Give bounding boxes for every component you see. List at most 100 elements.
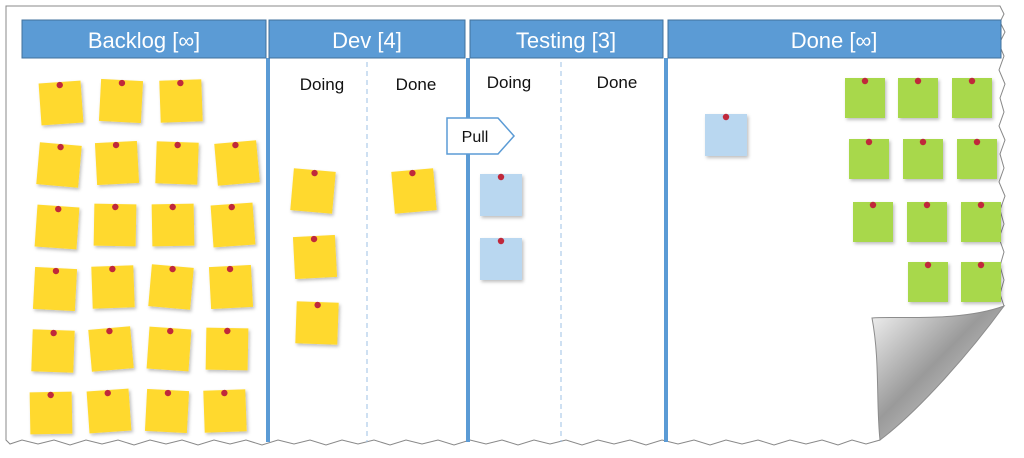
pin-icon: [174, 141, 181, 149]
pin-icon: [497, 237, 505, 245]
sticky-note-backlog[interactable]: [93, 203, 137, 247]
sticky-note-done[interactable]: [898, 77, 938, 118]
header-done: [667, 19, 1002, 59]
sticky-paper: [98, 78, 144, 124]
sticky-note-backlog[interactable]: [159, 79, 203, 123]
sticky-paper: [705, 114, 747, 156]
sticky-paper: [86, 388, 132, 434]
sticky-note-dev-done[interactable]: [391, 168, 437, 214]
pin-icon: [109, 265, 116, 273]
sticky-paper: [88, 326, 134, 372]
sticky-note-backlog[interactable]: [88, 326, 134, 372]
pin-icon: [869, 201, 877, 209]
sticky-note-backlog[interactable]: [203, 389, 247, 433]
pin-icon: [861, 77, 869, 85]
sticky-note-backlog[interactable]: [94, 140, 140, 186]
subcolumn-dividers: [366, 62, 562, 442]
column-title-testing: Testing [3]: [516, 28, 616, 53]
sticky-note-testing-doing[interactable]: [480, 173, 522, 216]
sticky-paper: [208, 264, 254, 310]
column-title-done: Done [∞]: [791, 28, 878, 53]
sticky-note-backlog[interactable]: [98, 78, 144, 124]
pin-icon: [177, 79, 184, 87]
sticky-note-backlog[interactable]: [148, 264, 194, 310]
sticky-note-done[interactable]: [705, 113, 747, 156]
pin-icon: [106, 327, 113, 335]
sticky-paper: [94, 140, 140, 186]
sticky-note-backlog[interactable]: [29, 391, 73, 435]
sticky-note-backlog[interactable]: [155, 141, 199, 185]
sticky-note-done[interactable]: [952, 77, 992, 118]
sticky-paper: [480, 238, 522, 280]
pin-icon: [104, 389, 111, 397]
subcolumn-title-testing-doing: Doing: [487, 73, 531, 92]
sticky-note-done[interactable]: [845, 77, 885, 118]
sticky-paper: [36, 142, 82, 188]
sticky-note-backlog[interactable]: [36, 142, 82, 188]
sticky-note-done[interactable]: [961, 201, 1001, 242]
sticky-note-done[interactable]: [853, 201, 893, 242]
sticky-paper: [29, 391, 73, 435]
pin-icon: [311, 169, 318, 177]
sticky-note-done[interactable]: [849, 138, 889, 179]
pin-icon: [55, 205, 62, 213]
sticky-paper: [155, 141, 199, 185]
sticky-note-done[interactable]: [903, 138, 943, 179]
pin-icon: [968, 77, 976, 85]
sticky-paper: [849, 139, 889, 179]
sticky-paper: [203, 389, 247, 433]
pin-icon: [221, 389, 228, 397]
sticky-note-backlog[interactable]: [146, 326, 192, 372]
pin-icon: [314, 301, 321, 309]
sticky-paper: [907, 202, 947, 242]
sticky-paper: [34, 204, 80, 250]
sticky-note-backlog[interactable]: [86, 388, 132, 434]
sticky-note-backlog[interactable]: [214, 140, 260, 186]
sticky-note-done[interactable]: [961, 261, 1001, 302]
sticky-note-done[interactable]: [908, 261, 948, 302]
pin-icon: [224, 327, 231, 335]
sticky-note-backlog[interactable]: [144, 388, 190, 434]
pin-icon: [924, 261, 932, 269]
pull-label: Pull: [462, 129, 489, 146]
pin-icon: [497, 173, 505, 181]
column-title-dev: Dev [4]: [332, 28, 402, 53]
sticky-note-backlog[interactable]: [91, 265, 135, 309]
sticky-note-backlog[interactable]: [38, 80, 84, 126]
board-background: [5, 5, 1006, 446]
sticky-note-backlog[interactable]: [208, 264, 254, 310]
pin-icon: [973, 138, 981, 146]
pin-icon: [169, 203, 176, 211]
sticky-note-dev-doing[interactable]: [290, 168, 336, 214]
pin-icon: [722, 113, 730, 121]
sticky-note-backlog[interactable]: [151, 203, 195, 247]
pin-icon: [914, 77, 922, 85]
subcolumn-title-dev-doing: Doing: [300, 75, 344, 94]
sticky-note-backlog[interactable]: [210, 202, 256, 248]
pin-icon: [977, 201, 985, 209]
sticky-note-backlog[interactable]: [34, 204, 80, 250]
sticky-note-backlog[interactable]: [32, 266, 78, 312]
sticky-paper: [144, 388, 190, 434]
sticky-note-done[interactable]: [907, 201, 947, 242]
sticky-paper: [898, 78, 938, 118]
subcolumn-title-dev-done: Done: [396, 75, 437, 94]
sticky-note-dev-doing[interactable]: [292, 234, 338, 280]
sticky-paper: [210, 202, 256, 248]
sticky-note-done[interactable]: [957, 138, 997, 179]
pin-icon: [112, 141, 120, 149]
pin-icon: [865, 138, 873, 146]
header-backlog: [21, 19, 267, 59]
sticky-paper: [292, 234, 338, 280]
sticky-note-backlog[interactable]: [205, 327, 249, 371]
pin-icon: [232, 141, 239, 149]
pin-icon: [118, 79, 126, 87]
sticky-paper: [32, 266, 78, 312]
sticky-note-dev-doing[interactable]: [295, 301, 339, 345]
sticky-paper: [961, 262, 1001, 302]
pin-icon: [169, 265, 176, 273]
sticky-note-testing-doing[interactable]: [480, 237, 522, 280]
sticky-note-backlog[interactable]: [31, 329, 75, 373]
pin-icon: [164, 389, 172, 397]
